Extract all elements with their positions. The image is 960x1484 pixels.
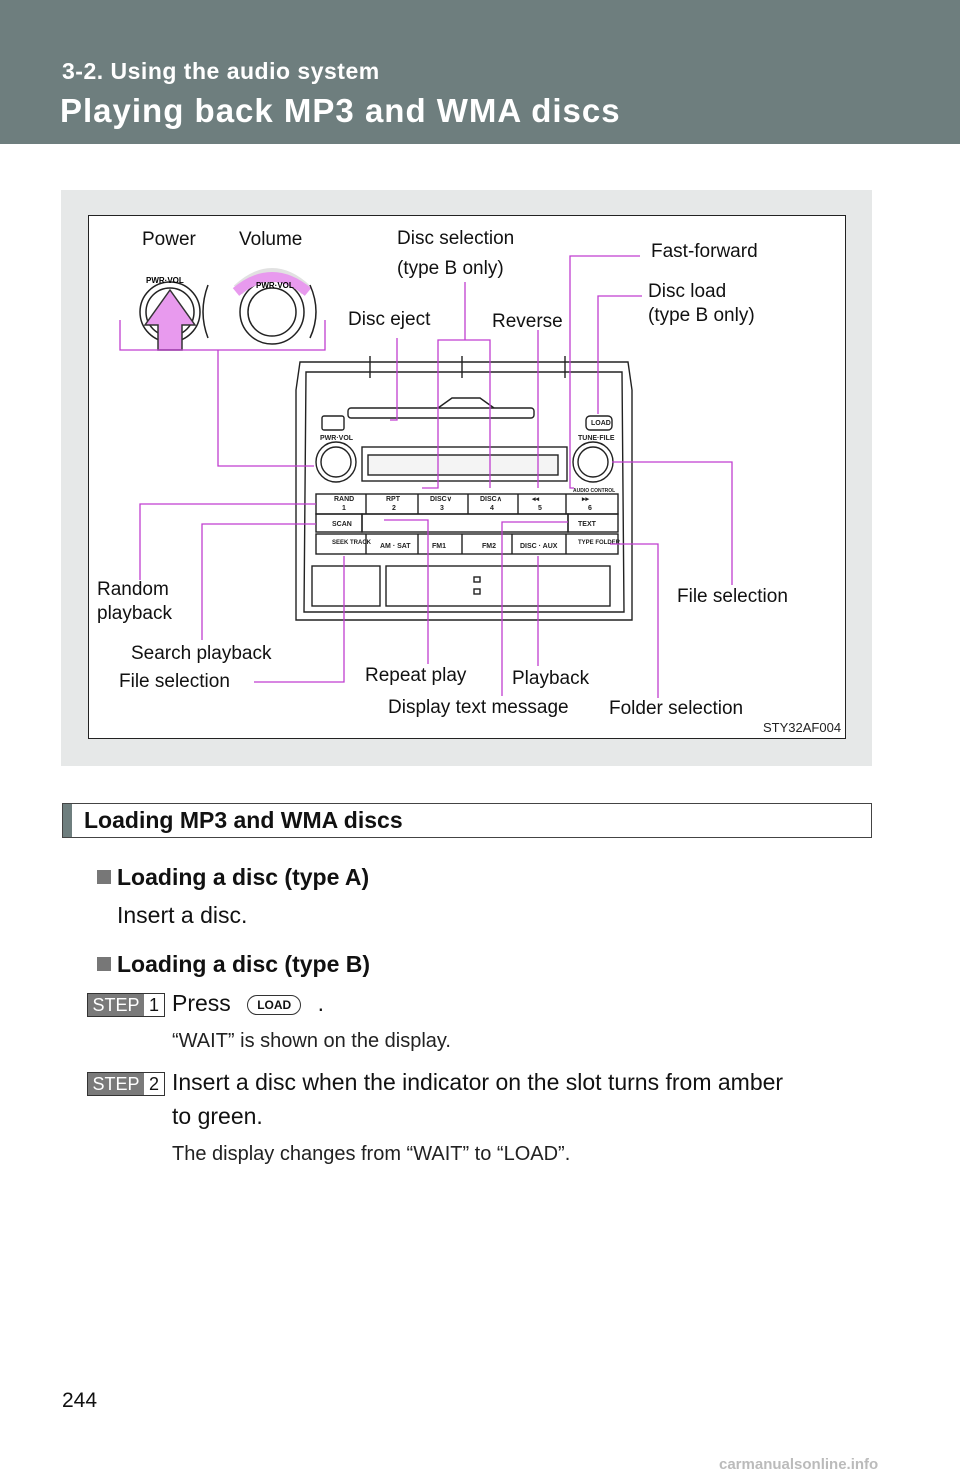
panel-n4: 4 [490,505,494,512]
label-disc-selection-note: (type B only) [397,258,504,279]
label-playback: Playback [512,668,590,689]
panel-n5: 5 [538,505,542,512]
label-disc-eject: Disc eject [348,309,431,330]
panel-seek-track: SEEK TRACK [332,540,372,546]
panel-rpt: RPT [386,496,401,503]
section-title: 3-2. Using the audio system [62,58,380,84]
label-search-playback: Search playback [131,643,272,664]
panel-tune-file: TUNE·FILE [578,435,615,442]
label-disc-load: Disc load [648,281,727,302]
panel-rand: RAND [334,496,354,503]
label-volume: Volume [239,229,303,250]
panel-n3: 3 [440,505,444,512]
type-a-text: Insert a disc. [117,902,248,928]
step-2-note: The display changes from “WAIT” to “LOAD… [172,1143,571,1165]
label-repeat-play: Repeat play [365,665,467,686]
page-header: 3-2. Using the audio system Playing back… [0,0,960,144]
panel-ff: ▸▸ [581,496,590,503]
label-disc-load-note: (type B only) [648,305,755,326]
label-power: Power [142,229,196,250]
page-title: Playing back MP3 and WMA discs [60,92,621,129]
step-label: STEP [88,1073,144,1095]
load-button-icon: LOAD [247,994,302,1015]
step-1-note: “WAIT” is shown on the display. [172,1030,451,1052]
page-number: 244 [62,1389,98,1412]
power-knob-illustration [139,268,317,351]
step-1-text: Press LOAD . [172,990,324,1017]
label-display-text-message: Display text message [388,697,569,718]
panel-n2: 2 [392,505,396,512]
label-disc-selection: Disc selection [397,228,515,249]
panel-scan: SCAN [332,521,352,528]
label-reverse: Reverse [492,311,563,332]
panel-n6: 6 [588,505,592,512]
label-folder-selection: Folder selection [609,698,744,719]
label-file-selection-right: File selection [677,586,788,607]
label-random-playback-2: playback [97,603,172,624]
step-2-badge: STEP 2 [87,1072,165,1096]
panel-type-folder: TYPE FOLDER [578,540,621,546]
watermark: carmanualsonline.info [719,1456,879,1473]
panel-am-sat: AM · SAT [380,543,411,550]
panel-audio-control: AUDIO CONTROL [573,488,615,494]
panel-fm1: FM1 [432,543,446,550]
step-1-press: Press [172,990,231,1016]
radio-body [295,356,633,621]
label-fast-forward: Fast-forward [651,241,758,262]
step-2-text-line1: Insert a disc when the indicator on the … [172,1069,784,1095]
bullet-square-icon [97,870,111,884]
panel-disc-aux: DISC · AUX [520,543,558,550]
type-b-heading: Loading a disc (type B) [117,951,371,977]
subsection-bar [63,804,72,837]
panel-rew: ◂◂ [531,496,540,503]
label-file-selection-left: File selection [119,671,230,692]
panel-disc-down: DISC∨ [430,496,452,503]
label-random-playback-1: Random [97,579,169,600]
panel-pwr-vol: PWR·VOL [320,435,354,442]
figure-code: STY32AF004 [763,720,842,735]
step-number: 1 [148,995,159,1015]
step-label: STEP [88,994,144,1016]
panel-n1: 1 [342,505,346,512]
subsection-title: Loading MP3 and WMA discs [84,807,403,833]
bullet-square-icon [97,957,111,971]
panel-text: TEXT [578,521,597,528]
knob-pwr-vol-label: PWR·VOL [146,276,184,285]
figure-frame [88,215,846,739]
audio-unit-diagram: PWR·VOL PWR·VOL [119,255,733,698]
step-number: 2 [148,1074,159,1094]
panel-fm2: FM2 [482,543,496,550]
panel-disc-up: DISC∧ [480,496,502,503]
step-1-period: . [317,990,324,1016]
step-1-badge: STEP 1 [87,993,165,1017]
panel-load: LOAD [591,420,611,427]
subsection-heading: Loading MP3 and WMA discs [62,803,872,838]
step-2-text-line2: to green. [172,1103,263,1129]
knob-pwr-vol-label-2: PWR·VOL [256,281,294,290]
type-a-heading: Loading a disc (type A) [117,864,370,890]
